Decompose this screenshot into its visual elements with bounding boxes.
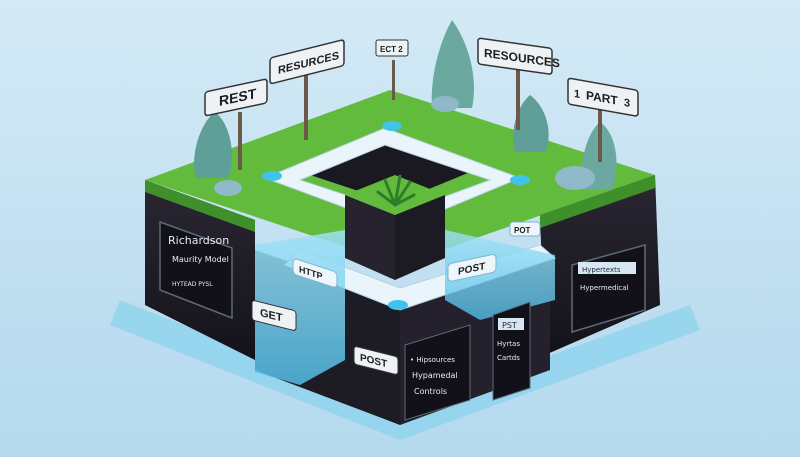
post-front-line-2: Hyrtas [497, 340, 520, 348]
post-front-line-1: PST [502, 321, 517, 330]
path-marker-dot [382, 121, 402, 131]
richardson-panel: Richardson Maurity Model HYTEAD PYSL [159, 220, 233, 320]
richardson-title: Richardson [168, 234, 229, 247]
post-center-label: POST [447, 254, 497, 282]
grass-edge-right [540, 175, 655, 228]
richardson-small-text: HYTEAD PYSL [172, 281, 213, 288]
path-marker-dot [262, 171, 282, 181]
part-sign: 1 PART 3 [567, 77, 639, 117]
part-sign-num-1: 1 [574, 88, 580, 101]
small-sign-text: ECT 2 [380, 45, 403, 54]
part-sign-num-3: 3 [624, 97, 630, 110]
path-marker-dot [388, 300, 408, 310]
hypermedia-front-panel: • Hipsources Hypamedal Controls [404, 324, 471, 421]
pot-label: POT [509, 221, 541, 237]
get-label: GET [251, 300, 297, 331]
resources-right-sign: RESOURCES [477, 37, 560, 75]
hypermedia-front-line-1: • Hipsources [410, 356, 455, 364]
post-front-line-3: Cartds [497, 354, 520, 362]
tree-left [194, 112, 232, 178]
get-label-text: GET [260, 307, 283, 324]
rock-left [214, 180, 242, 196]
hypermedia-right-line-1: Hypertexts [582, 266, 621, 274]
pot-label-text: POT [514, 226, 531, 235]
hypermedia-right-line-2: Hypermedical [580, 284, 629, 292]
small-sign: ECT 2 [375, 39, 409, 57]
center-plant [376, 174, 416, 207]
rock-right [555, 166, 595, 190]
rest-sign-post [238, 112, 242, 170]
grass-edge-left [145, 180, 255, 232]
hypermedia-front-line-2: Hypamedal [412, 371, 458, 380]
part-sign-post [598, 102, 602, 162]
resources-right-sign-post [516, 58, 520, 130]
tree-back-tall [431, 20, 474, 108]
waterfall-right [445, 230, 555, 320]
resurces-sign-post [304, 70, 308, 140]
post-bottom-label: POST [353, 346, 399, 375]
part-sign-text: PART [586, 88, 618, 108]
http-label: HTTP [292, 258, 338, 288]
richardson-subtitle: Maurity Model [172, 255, 229, 264]
hypermedia-front-line-3: Controls [414, 387, 447, 396]
small-sign-post [392, 60, 395, 100]
rest-sign: REST [204, 78, 268, 117]
tree-right [513, 95, 549, 152]
path-marker-dot [510, 175, 530, 185]
center-cube-left [345, 195, 395, 280]
hypermedia-right-panel: Hypertexts Hypermedical [571, 244, 646, 334]
rock-back [431, 96, 459, 112]
post-front-panel: PST Hyrtas Cartds [492, 301, 531, 401]
center-cube-right [395, 195, 445, 280]
